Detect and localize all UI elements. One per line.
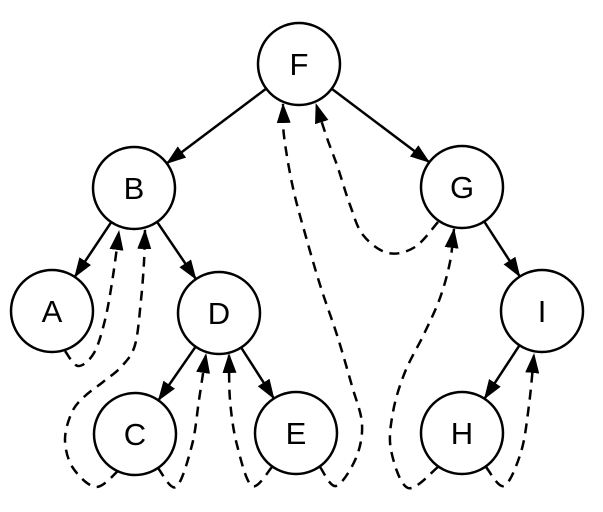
node-label-F: F	[290, 47, 309, 82]
thread-edge-A-B	[63, 230, 124, 368]
node-circle-I	[499, 268, 585, 354]
node-label-I: I	[538, 294, 547, 329]
thread-edge-C-D	[157, 353, 210, 489]
tree-edge-G-I	[483, 220, 521, 278]
thread-edge-E-D	[222, 353, 273, 488]
tree-edge-F-G	[330, 87, 431, 164]
node-circle-E	[253, 390, 339, 476]
node-label-A: A	[42, 294, 63, 329]
node-circle-A	[9, 268, 95, 354]
tree-edge-F-B	[166, 87, 267, 165]
tree-edge-B-A	[73, 221, 113, 278]
thread-edge-G-F	[314, 103, 439, 255]
tree-edge-D-E	[240, 346, 275, 400]
thread-edge-C-B	[63, 229, 152, 489]
tree-edge-I-H	[483, 344, 521, 400]
node-label-G: G	[450, 170, 474, 205]
node-circle-G	[419, 144, 505, 230]
thread-edge-E-F	[276, 103, 364, 488]
node-label-H: H	[451, 416, 473, 451]
node-circle-H	[419, 390, 505, 476]
node-circle-C	[92, 391, 178, 477]
node-circle-D	[176, 270, 262, 356]
node-label-B: B	[124, 171, 145, 206]
thread-edge-H-G	[388, 228, 459, 490]
node-label-E: E	[286, 416, 307, 451]
node-circle-B	[91, 145, 177, 231]
tree-edge-D-C	[157, 345, 197, 402]
tree-edge-B-D	[156, 221, 197, 280]
node-label-D: D	[208, 296, 230, 331]
node-circle-F	[256, 21, 342, 107]
node-label-C: C	[124, 417, 146, 452]
thread-edge-H-I	[485, 353, 540, 488]
